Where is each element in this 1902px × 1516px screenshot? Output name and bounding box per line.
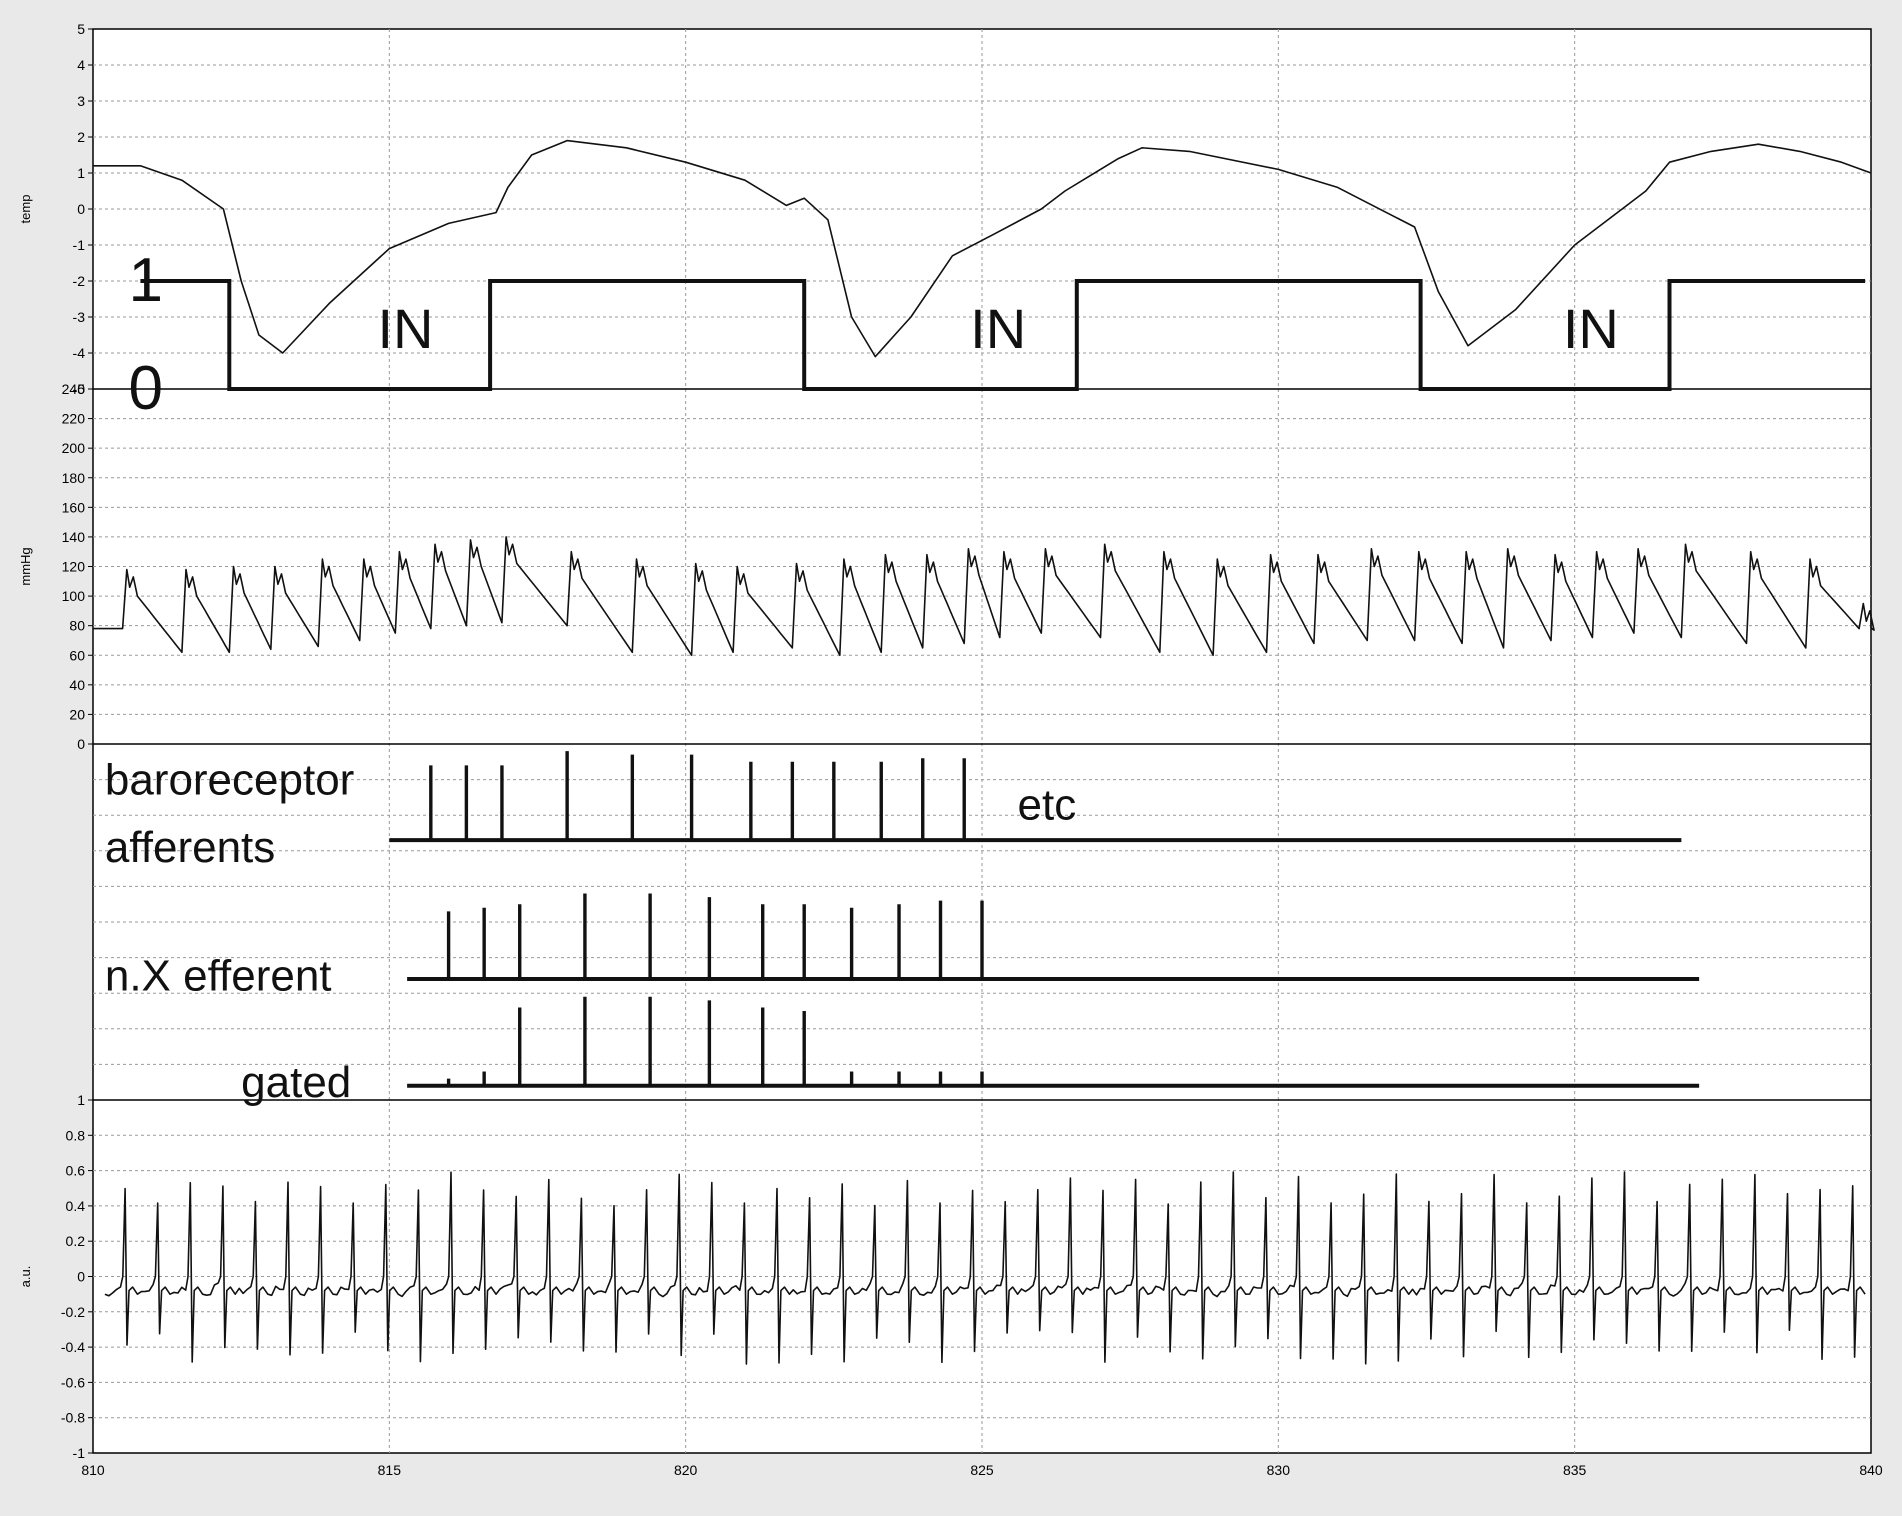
- annotation-layer: 1 0 IN IN IN baroreceptor afferents etc n.X effe…: [105, 246, 1619, 1107]
- y-tick-label: 180: [62, 470, 86, 486]
- label-in-1: IN: [377, 297, 433, 360]
- y-tick-label: 4: [77, 57, 85, 73]
- x-tick-label: 835: [1563, 1462, 1587, 1478]
- gate-signal-line: [140, 279, 1866, 391]
- y-tick-label: 0.6: [66, 1163, 86, 1179]
- etc-label: etc: [1018, 781, 1077, 830]
- y-tick-label: -0.8: [61, 1410, 85, 1426]
- y-tick-label: -0.2: [61, 1304, 85, 1320]
- plot-area: [92, 28, 1872, 1454]
- y-tick-label: 160: [62, 499, 86, 515]
- x-tick-label: 840: [1859, 1462, 1883, 1478]
- y-tick-label: 240: [62, 381, 86, 397]
- y-tick-label: 220: [62, 411, 86, 427]
- y-tick-label: -0.6: [61, 1374, 85, 1390]
- y-tick-label: 5: [77, 21, 85, 37]
- gated-label: gated: [241, 1058, 351, 1107]
- x-tick-label: 830: [1267, 1462, 1291, 1478]
- arterial-pressure-line: [93, 536, 1875, 657]
- baro-line1-label: baroreceptor: [105, 756, 354, 805]
- nx-label: n.X efferent: [105, 951, 332, 1000]
- y-tick-label: -3: [73, 309, 86, 325]
- y-tick-label: 100: [62, 588, 86, 604]
- ecg-line: [104, 1171, 1866, 1365]
- label-zero: 0: [129, 354, 163, 423]
- y-tick-label: -4: [73, 345, 86, 361]
- y-tick-label: 200: [62, 440, 86, 456]
- y-tick-label: 40: [69, 677, 85, 693]
- y-tick-label: -2: [73, 273, 86, 289]
- label-in-2: IN: [970, 297, 1026, 360]
- y-tick-label: 140: [62, 529, 86, 545]
- y-axis-label: temp: [18, 195, 33, 224]
- y-tick-label: 1: [77, 165, 85, 181]
- x-tick-label: 825: [970, 1462, 994, 1478]
- x-tick-label: 810: [81, 1462, 105, 1478]
- y-tick-label: 80: [69, 618, 85, 634]
- label-in-3: IN: [1563, 297, 1619, 360]
- y-tick-label: -0.4: [61, 1339, 85, 1355]
- y-tick-label: 60: [69, 647, 85, 663]
- y-tick-label: 0: [77, 1269, 85, 1285]
- x-tick-label: 820: [674, 1462, 698, 1478]
- traces-layer: [93, 139, 1875, 1365]
- x-tick-label: 815: [378, 1462, 402, 1478]
- y-tick-label: -1: [73, 1445, 86, 1461]
- y-axis-label: mmHg: [18, 547, 33, 585]
- y-tick-label: 120: [62, 559, 86, 575]
- baro-line2-label: afferents: [105, 823, 275, 872]
- temperature-line: [93, 139, 1872, 358]
- y-tick-label: -1: [73, 237, 86, 253]
- y-tick-label: 0.2: [66, 1233, 86, 1249]
- label-one: 1: [129, 246, 163, 315]
- y-tick-label: 2: [77, 129, 85, 145]
- y-tick-label: 0: [77, 736, 85, 752]
- y-axis-label: a.u.: [18, 1266, 33, 1288]
- y-tick-label: 0.8: [66, 1127, 86, 1143]
- y-tick-label: 0: [77, 201, 85, 217]
- y-tick-label: 3: [77, 93, 85, 109]
- y-tick-label: -5: [73, 381, 86, 397]
- y-tick-label: 0.4: [66, 1198, 86, 1214]
- y-tick-label: 1: [77, 1092, 85, 1108]
- y-tick-label: 20: [69, 706, 85, 722]
